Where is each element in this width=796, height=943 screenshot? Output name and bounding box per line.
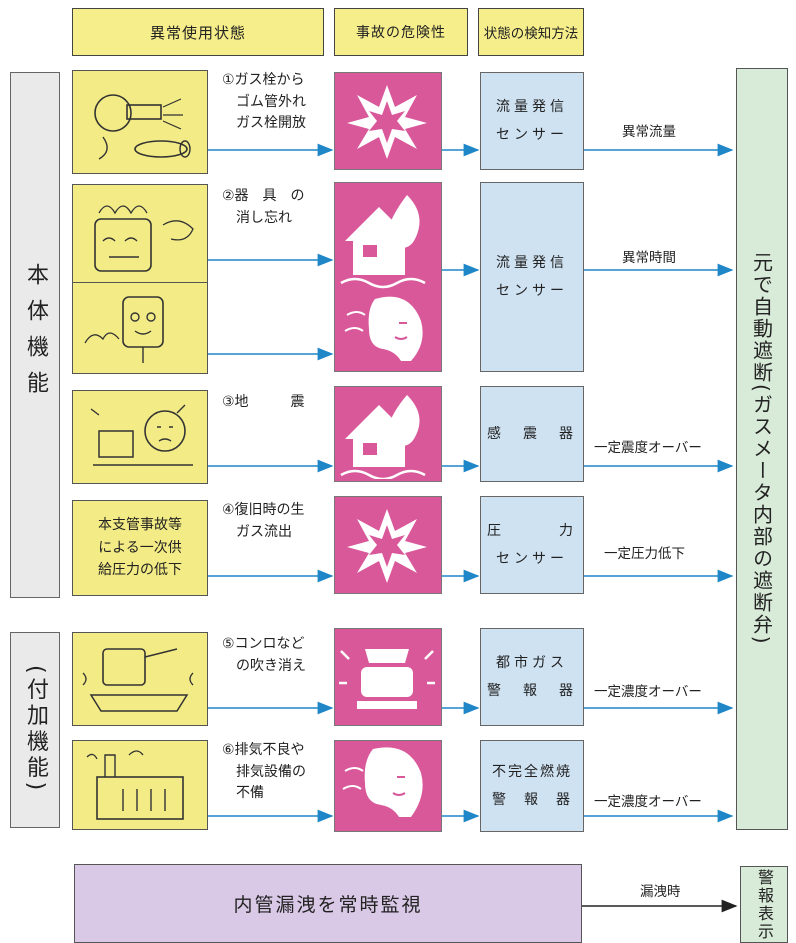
- sensor-co-alarm-label: 不完全燃焼 警 報 器: [492, 764, 572, 808]
- header-danger: 事故の危険性: [334, 8, 468, 56]
- sensor-flow-2-label: 流量発信 センサー: [496, 255, 568, 299]
- condition-5: ⑤コンロなど の吹き消え: [222, 636, 306, 674]
- signal-5: 一定濃度オーバー: [594, 684, 702, 700]
- signal-4: 一定圧力低下: [604, 546, 685, 562]
- sensor-seismic-label: 感 震 器: [487, 426, 577, 442]
- leak-label: 漏洩時: [640, 884, 681, 900]
- danger-fire-poison: [334, 182, 442, 372]
- header-danger-label: 事故の危険性: [356, 25, 446, 41]
- sensor-co-alarm: 不完全燃焼 警 報 器: [480, 740, 584, 832]
- condition-2: ②器 具 の 消し忘れ: [222, 188, 305, 226]
- explosion-icon: [347, 85, 427, 159]
- signal-6: 一定濃度オーバー: [594, 794, 702, 810]
- sensor-gas-alarm-label: 都市ガス 警 報 器: [487, 655, 577, 699]
- side-label-extra: (付加機能): [10, 632, 60, 828]
- illustration-pressure-drop: 本支管事故等 による一次供 給圧力の低下: [72, 500, 208, 596]
- earthquake-drawing: [90, 404, 193, 466]
- sensor-flow-2: 流量発信 センサー: [480, 182, 584, 372]
- illustration-gas-hose: [72, 70, 208, 174]
- header-detection: 状態の検知方法: [478, 8, 584, 56]
- auto-shutoff-label: 元で自動遮断(ガスメータ内部の遮断弁): [749, 252, 774, 646]
- explosion-icon: [347, 509, 427, 583]
- side-label-main-text: 本体機能: [23, 263, 48, 407]
- gas-hose-drawing: [94, 94, 191, 160]
- condition-6: ⑥排気不良や 排気設備の 不備: [222, 742, 306, 802]
- alarm-device-icon: [339, 649, 435, 709]
- side-label-extra-text: (付加機能): [23, 665, 48, 795]
- danger-explosion-1: [334, 72, 442, 170]
- header-usage: 異常使用状態: [72, 8, 324, 56]
- poisoning-face-icon: [342, 747, 423, 817]
- danger-fire: [334, 386, 442, 482]
- sensor-seismic: 感 震 器: [480, 386, 584, 482]
- condition-1: ①ガス栓から ゴム管外れ ガス栓開放: [222, 72, 306, 132]
- danger-explosion-2: [334, 496, 442, 594]
- illustration-stove-blowout: [72, 632, 208, 726]
- stove-drawing: [94, 205, 194, 272]
- auto-shutoff-box: 元で自動遮断(ガスメータ内部の遮断弁): [736, 68, 788, 830]
- leak-monitor-label: 内管漏洩を常時監視: [233, 894, 423, 916]
- sensor-flow-1: 流量発信 センサー: [480, 72, 584, 170]
- condition-4: ④復旧時の生 ガス流出: [222, 502, 305, 540]
- sensor-gas-alarm: 都市ガス 警 報 器: [480, 628, 584, 726]
- sensor-flow-1-label: 流量発信 センサー: [496, 99, 568, 143]
- header-usage-label: 異常使用状態: [149, 23, 246, 42]
- illustration-earthquake: [72, 390, 208, 484]
- signal-2: 異常時間: [622, 250, 676, 266]
- pressure-drop-text: 本支管事故等 による一次供 給圧力の低下: [98, 517, 182, 579]
- condition-3: ③地 震: [222, 394, 305, 410]
- illustration-stove: [72, 184, 208, 284]
- sensor-pressure: 圧 力 センサー: [480, 496, 584, 594]
- stove-blowout-drawing: [82, 648, 194, 712]
- header-detection-label: 状態の検知方法: [483, 26, 579, 42]
- danger-poison: [334, 740, 442, 832]
- water-heater-drawing: [84, 296, 164, 363]
- signal-3: 一定震度オーバー: [594, 440, 702, 456]
- exhaust-drawing: [86, 750, 184, 820]
- sensor-pressure-label: 圧 力 センサー: [487, 523, 577, 567]
- illustration-water-heater: [72, 282, 208, 374]
- side-label-main: 本体機能: [10, 72, 60, 598]
- danger-alarm: [334, 628, 442, 726]
- illustration-exhaust: [72, 740, 208, 830]
- alarm-display-label: 警報表示: [755, 868, 774, 941]
- fire-house-icon: [340, 195, 426, 361]
- signal-1: 異常流量: [622, 124, 676, 140]
